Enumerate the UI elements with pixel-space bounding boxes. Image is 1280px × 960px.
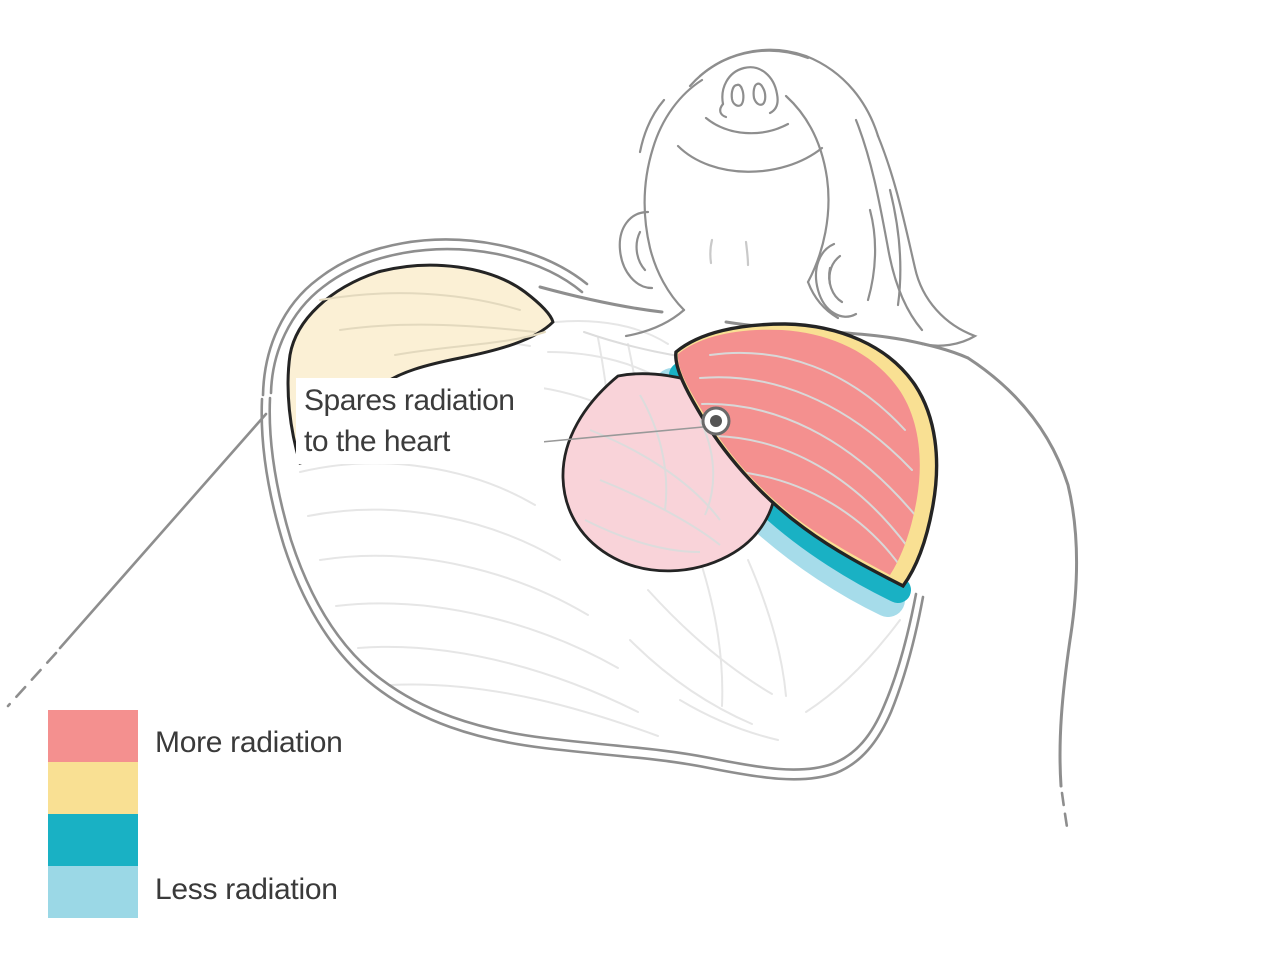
legend-swatch-less-radiation xyxy=(48,866,138,918)
legend-label-less-radiation: Less radiation xyxy=(155,873,338,906)
treated-breast-outline xyxy=(674,322,939,589)
legend-label-more-radiation: More radiation xyxy=(155,726,343,759)
legend-swatch-mid-high xyxy=(48,762,138,814)
body-outline xyxy=(6,238,1078,836)
spared-breast-region xyxy=(286,263,555,465)
muscle-fiber-lines xyxy=(699,351,916,571)
legend-swatch-mid-low xyxy=(48,814,138,866)
treated-breast-region xyxy=(674,322,939,589)
annotation-line-1: Spares radiation xyxy=(304,384,515,417)
radiation-legend: More radiation Less radiation xyxy=(48,710,428,920)
annotation-spares-radiation: Spares radiation to the heart xyxy=(296,378,544,464)
annotation-leader xyxy=(519,406,731,445)
head-line-art xyxy=(618,48,978,347)
annotation-line-2: to the heart xyxy=(304,425,450,458)
heart-marker-dot xyxy=(710,415,722,427)
legend-swatch-more-radiation xyxy=(48,710,138,762)
legend-swatch-column xyxy=(48,710,138,918)
